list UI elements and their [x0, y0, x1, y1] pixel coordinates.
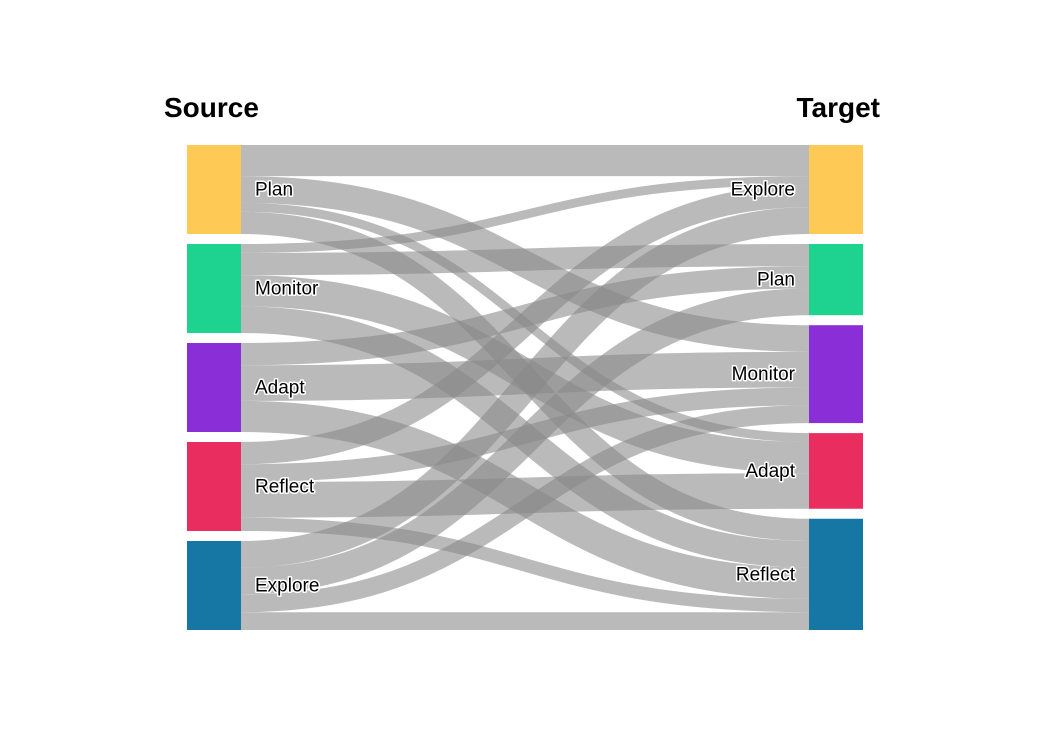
target-node-explore	[809, 145, 863, 234]
source-column-title: Source	[164, 92, 259, 123]
source-node-reflect	[187, 442, 241, 531]
source-node-label-plan: Plan	[255, 180, 293, 201]
source-node-explore	[187, 541, 241, 630]
source-node-monitor	[187, 244, 241, 333]
source-node-label-adapt: Adapt	[255, 378, 305, 399]
source-node-label-explore: Explore	[255, 576, 319, 597]
links-group	[240, 144, 810, 631]
target-node-label-monitor: Monitor	[732, 364, 796, 385]
target-node-plan	[809, 244, 863, 316]
link-explore-to-explore	[240, 207, 810, 568]
link-reflect-to-explore	[240, 185, 810, 465]
labels-group: PlanMonitorAdaptReflectExploreExplorePla…	[254, 178, 798, 598]
nodes-group	[187, 145, 863, 630]
target-node-label-plan: Plan	[757, 270, 795, 291]
target-column-title: Target	[797, 92, 881, 123]
link-monitor-to-plan	[240, 244, 810, 276]
source-node-plan	[187, 145, 241, 234]
link-explore-to-monitor	[240, 405, 810, 613]
link-reflect-to-adapt	[240, 473, 810, 518]
source-node-label-reflect: Reflect	[255, 477, 315, 498]
target-node-reflect	[809, 518, 863, 630]
target-node-monitor	[809, 325, 863, 424]
source-node-adapt	[187, 343, 241, 432]
link-explore-to-plan	[240, 288, 810, 595]
target-node-label-explore: Explore	[731, 180, 795, 201]
target-node-adapt	[809, 433, 863, 509]
source-node-label-monitor: Monitor	[255, 279, 319, 300]
link-monitor-to-explore	[240, 176, 810, 253]
target-node-label-adapt: Adapt	[745, 461, 795, 482]
target-node-label-reflect: Reflect	[736, 564, 796, 585]
